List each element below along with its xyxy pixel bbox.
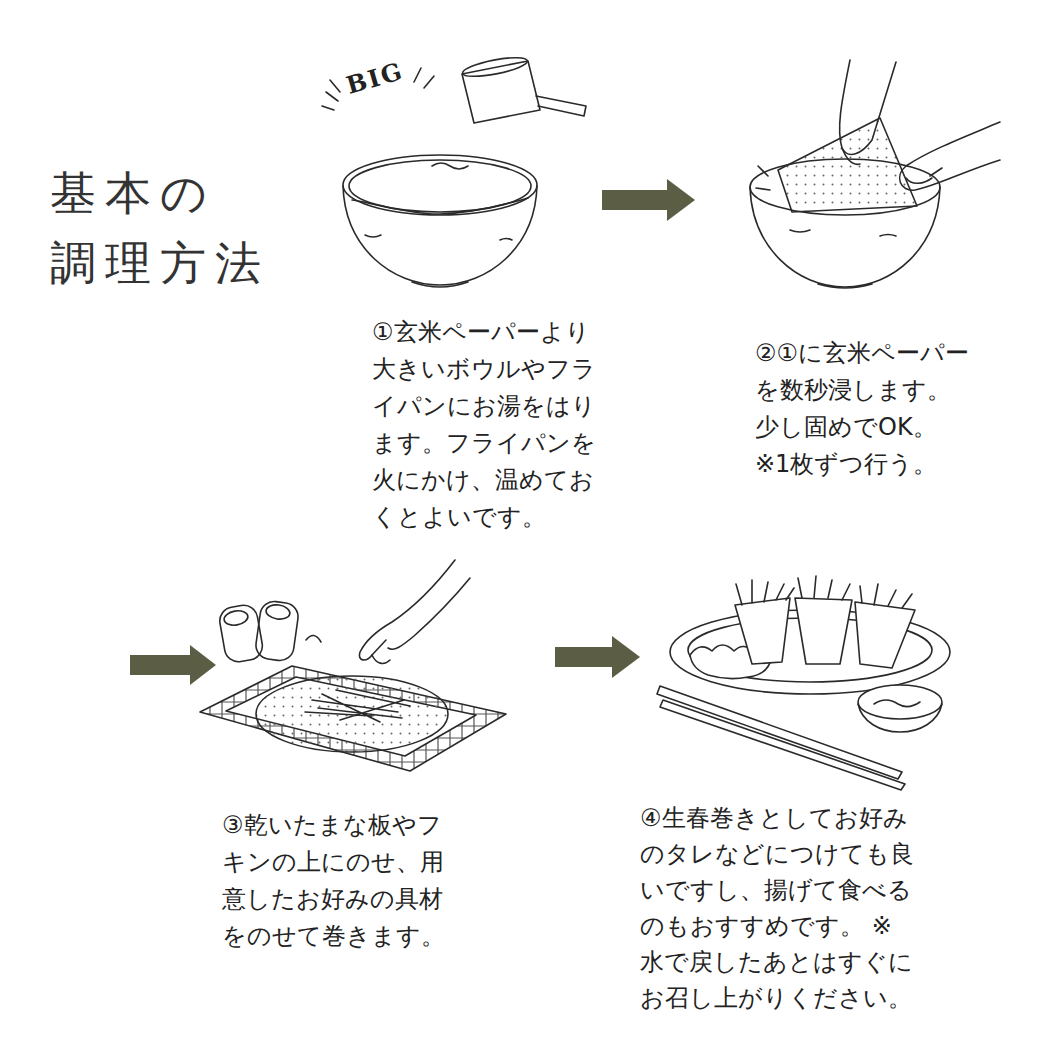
flow-arrow (555, 647, 614, 667)
line-art (352, 198, 528, 214)
line-art (462, 61, 540, 123)
line-art (855, 602, 915, 668)
line-art (223, 609, 249, 627)
line-art (254, 600, 300, 663)
line-art (778, 118, 917, 212)
line-art (200, 666, 506, 771)
plated-rolls-illustration (657, 576, 950, 790)
line-art (736, 580, 794, 605)
line-art (414, 68, 434, 88)
line-art (906, 178, 932, 183)
line-art (372, 655, 390, 663)
line-art (343, 155, 537, 215)
line-art (412, 282, 468, 287)
line-art (305, 690, 410, 722)
big-bowl-illustration (322, 54, 586, 287)
line-art (226, 677, 476, 756)
step-text: ②①に玄米ペーパー を数秒浸します。 少し固めでOK。 ※1枚ずつ行う。 (755, 335, 987, 483)
soaking-illustration (750, 60, 1000, 288)
line-art (388, 578, 470, 649)
line-art (874, 700, 920, 707)
size-callout: BIG (343, 56, 407, 100)
line-art (536, 96, 586, 116)
line-art (365, 235, 512, 240)
line-art (798, 576, 850, 600)
line-art (842, 148, 860, 164)
step-panel: ①玄米ペーパーより 大きいボウルやフラ イパンにお湯をはり ます。フライパンを … (330, 55, 602, 535)
line-art (735, 598, 790, 664)
line-art (343, 186, 537, 285)
diagram-title: 基本の 調理方法 (50, 158, 290, 298)
step-panel: ②①に玄米ペーパー を数秒浸します。 少し固めでOK。 ※1枚ずつ行う。 (695, 55, 1015, 485)
flow-arrow (602, 190, 669, 210)
line-art (860, 584, 912, 608)
step-panel: ③乾いたまな板やフ キンの上にのせ、用 意したお好みの具材 をのせて巻きます。 (195, 550, 555, 960)
line-art (265, 603, 291, 620)
step-text: ③乾いたまな板やフ キンの上にのせ、用 意したお好みの具材 をのせて巻きます。 (222, 807, 454, 955)
line-art (256, 676, 448, 752)
line-art (322, 80, 340, 110)
line-art (818, 284, 872, 288)
line-art (790, 230, 896, 236)
line-art (858, 685, 942, 719)
line-art (858, 704, 942, 732)
line-art (756, 166, 942, 190)
line-art (900, 122, 1000, 190)
step-panel: ④生春巻きとしてお好み のタレなどにつけても良 いですし、揚げて食べる のもおす… (640, 575, 980, 1010)
line-art (432, 163, 468, 169)
line-art (840, 60, 896, 154)
continuation-arrow (130, 645, 216, 685)
rolling-illustration (200, 560, 506, 771)
step-text: ④生春巻きとしてお好み のタレなどにつけても良 いですし、揚げて食べる のもおす… (640, 800, 940, 1016)
step-text: ①玄米ペーパーより 大きいボウルやフラ イパンにお湯をはり ます。フライパンを … (372, 314, 604, 536)
line-art (795, 598, 852, 664)
line-art (461, 54, 528, 80)
line-art (306, 635, 321, 642)
